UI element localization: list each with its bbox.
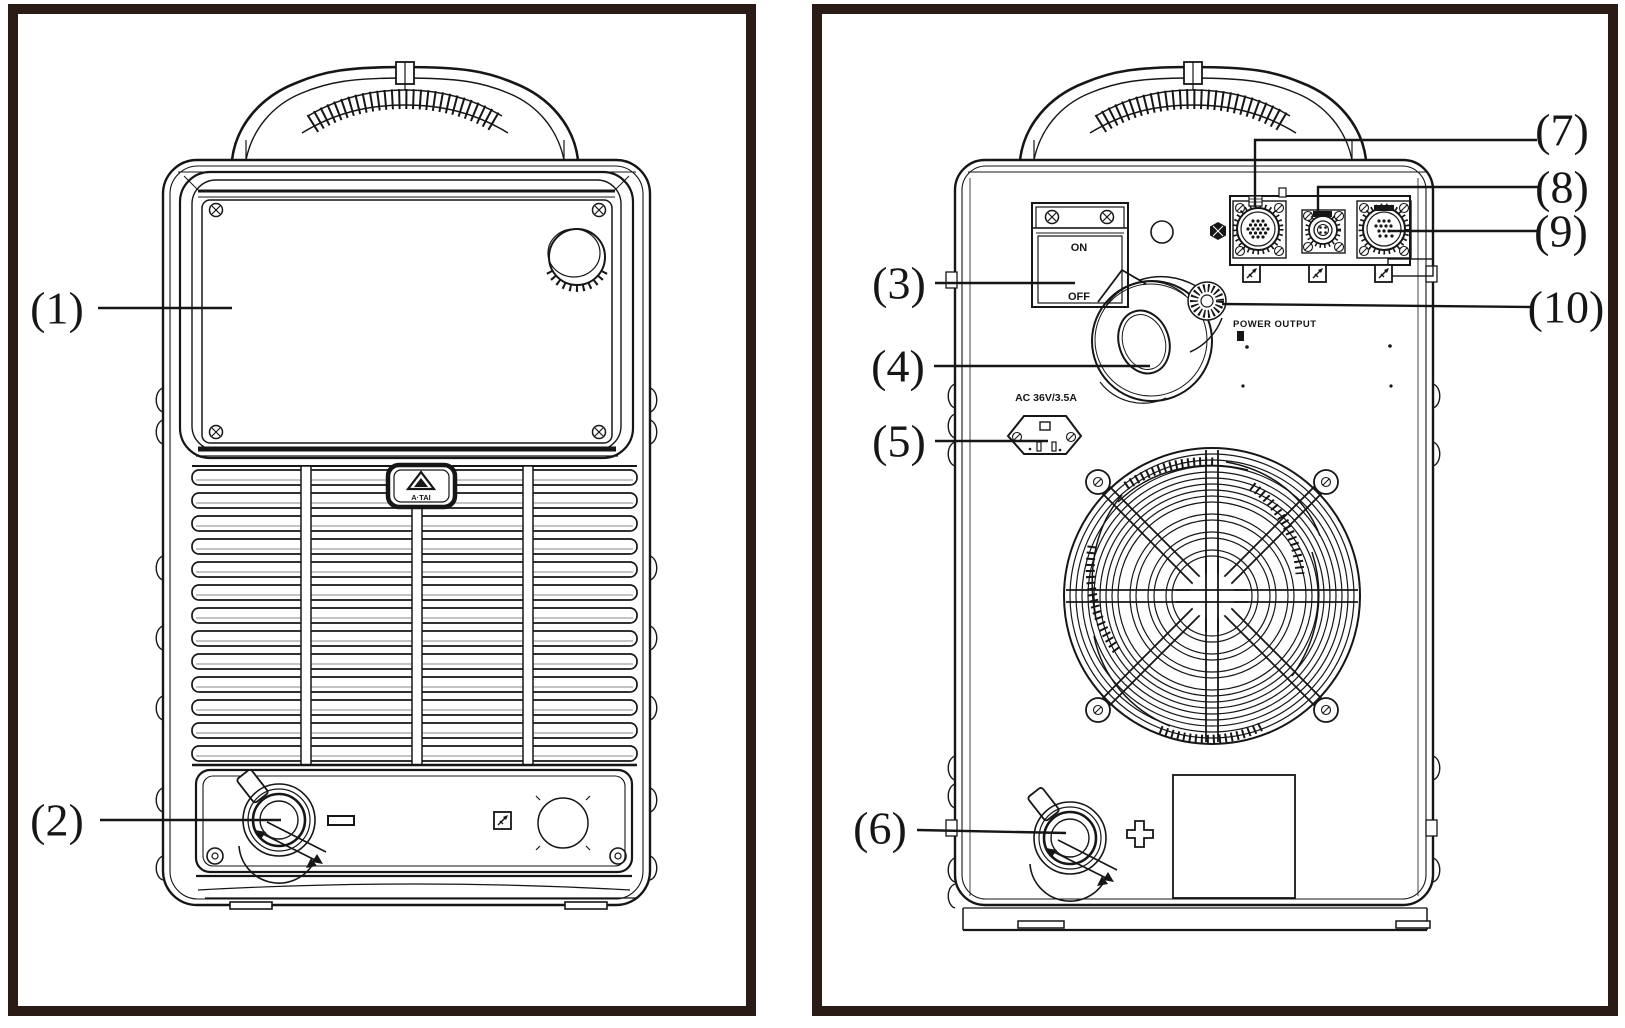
connector-7 [1232,195,1287,259]
indicator-hole [1150,220,1174,244]
back-body [953,158,1435,907]
brand-badge: A·TAI [385,462,458,510]
callout-7-leader [1253,138,1537,207]
right-frame [812,4,1618,1016]
connector-9 [1356,200,1412,259]
hex-bolt-icon [1210,222,1226,240]
callout-1-label: (1) [30,283,84,334]
callout-10-label: (10) [1528,282,1605,333]
fan-guard [1063,447,1361,745]
callout-4-label: (4) [871,341,925,392]
back-view: ON OFF [853,62,1605,932]
power-switch: ON OFF [1031,202,1129,308]
callout-5-label: (5) [872,416,926,467]
nameplate [1172,774,1296,899]
bottom-screw [609,847,627,865]
control-connector-panel [1229,187,1434,283]
trigger-arrow-icon [1374,264,1393,283]
cooling-fan [1063,447,1361,745]
control-panel-bezel [178,170,635,460]
brand-logo-text: A·TAI [411,493,430,502]
power-output-label: POWER OUTPUT [1233,319,1317,330]
triangle-logo-icon [405,470,437,491]
control-knob [546,228,608,292]
bottom-screw [206,847,224,865]
callout-8-leader [1316,185,1538,214]
callout-10-leader [1221,302,1533,309]
control-panel [201,199,613,444]
trigger-arrow-icon [1308,264,1327,283]
callout-8-label: (8) [1535,162,1589,213]
switch-on-label: ON [1071,242,1088,254]
rivet-dots [1241,344,1393,388]
front-view: A·TAI [30,62,658,910]
switch-off-label: OFF [1068,291,1090,303]
connector-8 [1301,209,1346,254]
callout-6-label: (6) [853,803,907,854]
side-louvers [945,265,1441,909]
front-body [161,158,652,907]
output-cable-loop [1091,268,1223,404]
label-mark [1237,331,1244,341]
callout-3-label: (3) [872,258,926,309]
back-base [962,907,1431,932]
minus-polarity-icon [327,815,355,826]
callout-2-label: (2) [30,795,84,846]
remote-socket-circle [535,795,591,851]
callout-9-label: (9) [1534,206,1588,257]
plus-polarity-icon [1126,820,1154,848]
front-base [196,874,638,910]
cable-gland [1187,281,1227,321]
callout-7-label: (7) [1535,105,1589,156]
left-frame [8,4,756,1016]
trigger-arrow-icon [1242,264,1261,283]
torch-trigger-icon [493,811,512,830]
rating-label: AC 36V/3.5A [1015,392,1077,404]
callout-6-leader [916,828,1067,835]
